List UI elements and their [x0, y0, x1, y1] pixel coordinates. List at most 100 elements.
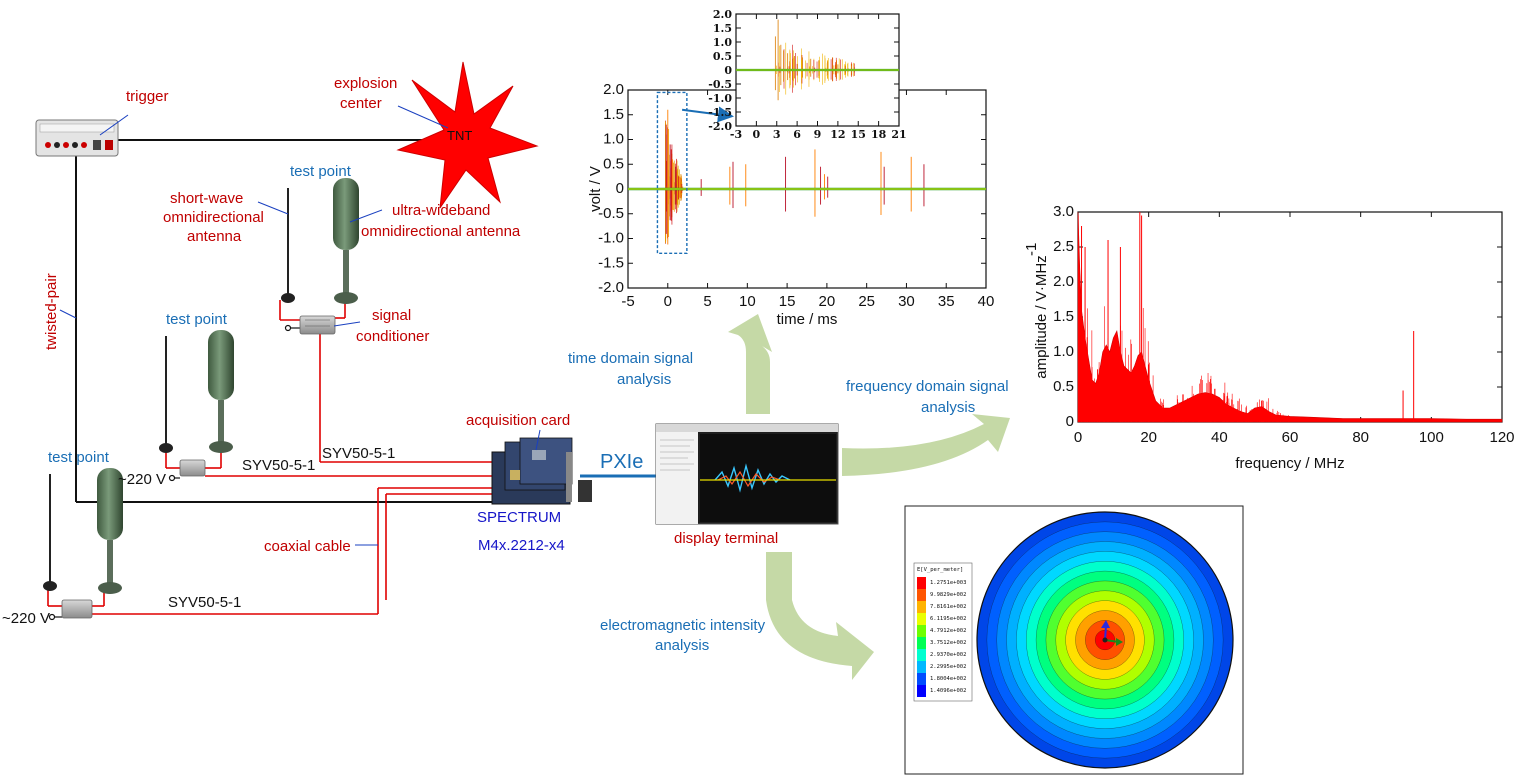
- em-axis-x-head: [1116, 638, 1123, 646]
- time-xtick-label: 40: [978, 293, 995, 310]
- freq-ylabel: amplitude / V·MHz: [1033, 255, 1050, 378]
- label-time-domain-1: time domain signal: [568, 350, 693, 367]
- acquisition-pointer: [535, 429, 541, 451]
- time-ytick-label: 0.5: [603, 155, 624, 172]
- time-ytick-label: 1.5: [603, 106, 624, 123]
- freq-xtick-label: 0: [1074, 429, 1082, 446]
- acquisition-card-icon: [491, 437, 592, 505]
- label-short-wave-1: short-wave: [170, 190, 243, 207]
- label-spectrum: SPECTRUM: [477, 509, 561, 526]
- label-pxie: PXIe: [600, 451, 643, 473]
- time-xtick-label: 30: [898, 293, 915, 310]
- inset-xtick-label: -3: [730, 128, 742, 141]
- label-time-domain-2: analysis: [617, 371, 671, 388]
- label-signal-conditioner-2: conditioner: [356, 328, 429, 345]
- label-coaxial-cable: coaxial cable: [264, 538, 351, 555]
- inset-xtick-label: 9: [814, 128, 822, 141]
- freq-ylabel-sup: -1: [1023, 243, 1040, 256]
- em-colorbar-swatch: [917, 661, 926, 673]
- label-uwb-2: omnidirectional antenna: [361, 223, 521, 240]
- freq-xtick-label: 60: [1282, 429, 1299, 446]
- freq-xlabel: frequency / MHz: [1235, 455, 1344, 472]
- label-uwb-1: ultra-wideband: [392, 202, 490, 219]
- label-cable-syv-top: SYV50-5-1: [322, 445, 395, 462]
- inset-xtick-label: 12: [830, 128, 845, 141]
- inset-xtick-label: 3: [773, 128, 781, 141]
- twisted-pair-pointer: [59, 309, 77, 319]
- freq-xtick-label: 40: [1211, 429, 1228, 446]
- freq-ytick-label: 0.5: [1053, 378, 1074, 395]
- time-xtick-label: 25: [858, 293, 875, 310]
- label-em-2: analysis: [655, 637, 709, 654]
- inset-ytick-label: 0.5: [713, 50, 732, 63]
- cylinder-antenna-icon: [333, 178, 359, 304]
- conditioner-pointer: [333, 321, 361, 327]
- em-colorbar-level: 1.8004e+002: [930, 676, 966, 682]
- inset-ytick-label: -0.5: [708, 78, 732, 91]
- uwb-pointer: [349, 209, 383, 223]
- label-voltage-middle: ~220 V: [118, 471, 166, 488]
- inset-ytick-label: -1.5: [708, 106, 732, 119]
- time-xtick-label: 15: [779, 293, 796, 310]
- time-ytick-label: -1.0: [598, 230, 624, 247]
- time-xtick-label: -5: [621, 293, 634, 310]
- em-colorbar-swatch: [917, 673, 926, 685]
- time-xtick-label: 0: [664, 293, 672, 310]
- inset-ytick-label: 1.5: [713, 22, 732, 35]
- em-colorbar-swatch: [917, 613, 926, 625]
- em-colorbar-level: 2.9370e+002: [930, 652, 966, 658]
- freq-xtick-label: 120: [1489, 429, 1514, 446]
- time-xlabel: time / ms: [777, 311, 838, 328]
- label-test-point-middle: test point: [166, 311, 228, 328]
- label-explosion-center-1: explosion: [334, 75, 397, 92]
- inset-xtick-label: 15: [851, 128, 866, 141]
- label-acquisition-card: acquisition card: [466, 412, 570, 429]
- label-twisted-pair: twisted-pair: [43, 273, 60, 350]
- freq-ytick-label: 2.5: [1053, 238, 1074, 255]
- em-origin: [1102, 637, 1108, 643]
- label-short-wave-3: antenna: [187, 228, 242, 245]
- signal-conditioner-icon: [61, 599, 93, 619]
- label-display-terminal: display terminal: [674, 530, 778, 547]
- em-colorbar-title: E[V_per_meter]: [917, 567, 963, 573]
- time-zoom-arrow: [681, 106, 734, 123]
- time-ylabel: volt / V: [587, 166, 604, 212]
- signal-conditioner-icon: [299, 315, 336, 335]
- em-colorbar-swatch: [917, 601, 926, 613]
- label-cable-syv-middle: SYV50-5-1: [242, 457, 315, 474]
- label-voltage-bottom: ~220 V: [2, 610, 50, 627]
- label-signal-conditioner-1: signal: [372, 307, 411, 324]
- time-ytick-label: -1.5: [598, 254, 624, 271]
- short-wave-pointer: [257, 201, 289, 215]
- em-colorbar-level: 9.9829e+002: [930, 592, 966, 598]
- em-colorbar-level: 2.2995e+002: [930, 664, 966, 670]
- em-colorbar-level: 1.2751e+003: [930, 580, 966, 586]
- time-zoom-box: [656, 91, 688, 255]
- green-arrows: [728, 314, 1010, 680]
- em-outline: [976, 511, 1234, 769]
- black-cables: [75, 139, 500, 503]
- starburst-icon: [396, 61, 539, 209]
- display-terminal-icon: [655, 423, 839, 525]
- em-colorbar-swatch: [917, 577, 926, 589]
- inset-ytick-label: 0: [724, 64, 732, 77]
- whip-antenna-icon: [43, 474, 57, 591]
- em-colorbar-swatch: [917, 685, 926, 697]
- time-ytick-label: -2.0: [598, 279, 624, 296]
- inset-ytick-label: -2.0: [708, 120, 732, 133]
- em-colorbar-level: 7.8161e+002: [930, 604, 966, 610]
- freq-ytick-label: 3.0: [1053, 203, 1074, 220]
- label-freq-domain-1: frequency domain signal: [846, 378, 1009, 395]
- time-ytick-label: 2.0: [603, 81, 624, 98]
- inset-xtick-label: 0: [753, 128, 761, 141]
- em-colorbar-swatch: [917, 589, 926, 601]
- em-colorbar-swatch: [917, 625, 926, 637]
- cylinder-antenna-icon: [208, 330, 234, 453]
- label-explosion-center-2: center: [340, 95, 382, 112]
- time-ytick-label: 1.0: [603, 131, 624, 148]
- em-colorbar-level: 6.1195e+002: [930, 616, 966, 622]
- cylinder-antenna-icon: [97, 468, 123, 594]
- label-card-model: M4x.2212-x4: [478, 537, 565, 554]
